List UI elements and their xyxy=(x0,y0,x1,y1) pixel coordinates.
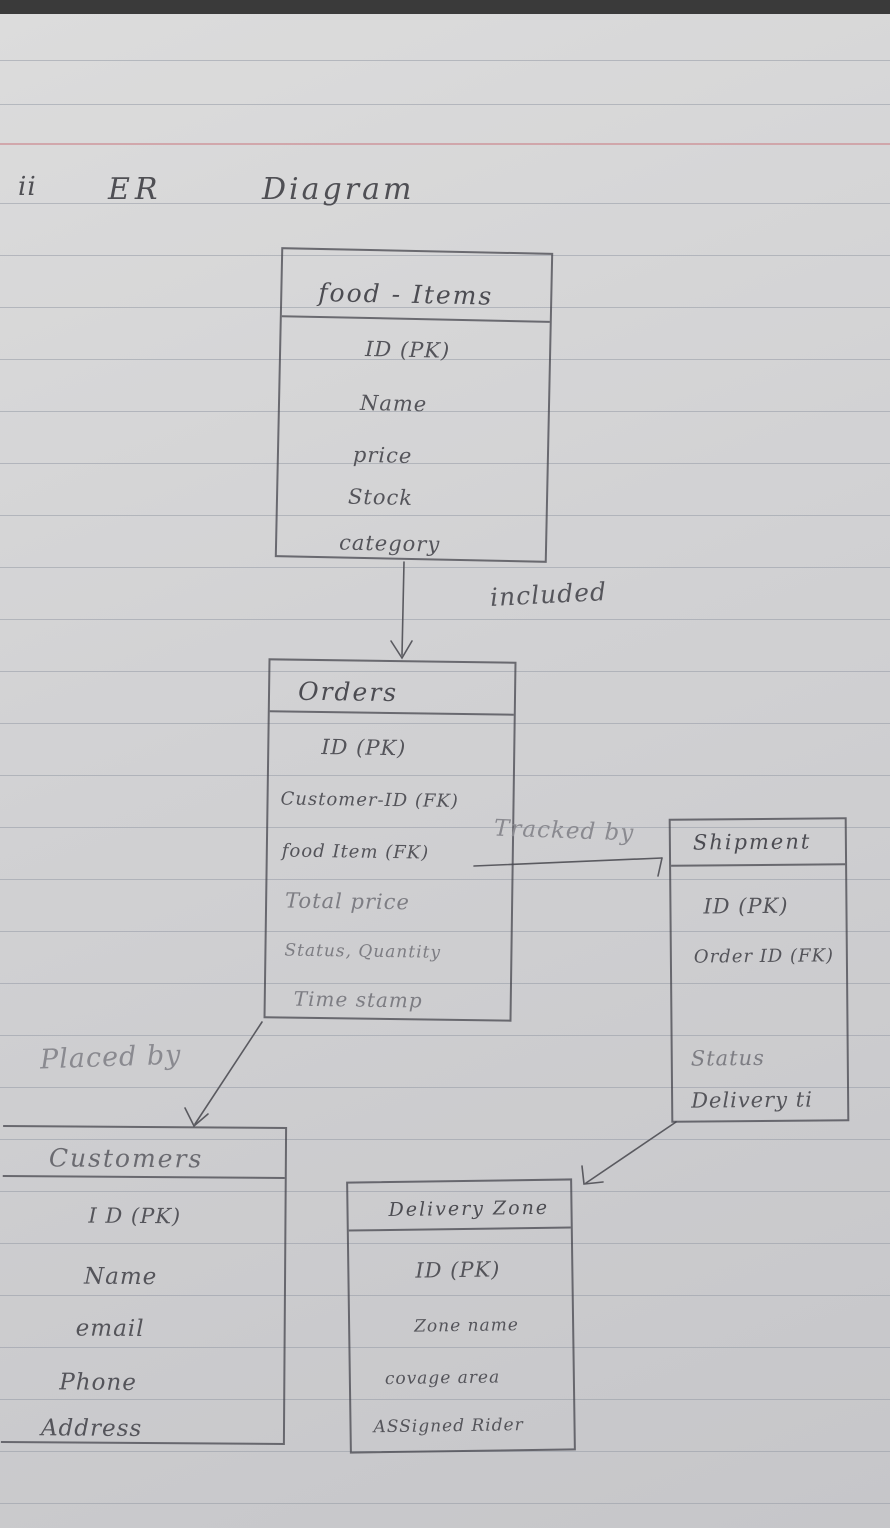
rule-line xyxy=(0,411,890,412)
heading-diagram: Diagram xyxy=(262,172,415,207)
rule-line xyxy=(0,1399,890,1400)
heading-number: ii xyxy=(18,172,37,202)
connector-delivery-zone xyxy=(585,1121,677,1184)
shipment-attr-status: Status xyxy=(690,1045,765,1071)
rule-line xyxy=(0,1191,890,1192)
connector-tracked-by xyxy=(473,857,663,867)
rule-line xyxy=(0,879,890,880)
rule-line xyxy=(0,1451,890,1452)
rule-line xyxy=(0,1087,890,1088)
orders-attr-timestamp: Time stamp xyxy=(293,986,423,1013)
rule-line xyxy=(0,307,890,308)
customers-attr-phone: Phone xyxy=(59,1369,137,1396)
entity-food-items-title: food - Items xyxy=(281,249,552,323)
background-edge xyxy=(0,0,890,14)
rule-line xyxy=(0,827,890,828)
arrowhead-delivery-zone xyxy=(581,1165,604,1185)
entity-delivery-zone: Delivery Zone ID (PK) Zone name covage a… xyxy=(346,1178,576,1454)
entity-orders-title: Orders xyxy=(269,660,515,716)
rule-line xyxy=(0,60,890,61)
orders-attr-customer-id: Customer-ID (FK) xyxy=(280,788,460,812)
relationship-included-label: included xyxy=(489,576,608,613)
rule-line xyxy=(0,723,890,724)
delivery-zone-attr-zone-name: Zone name xyxy=(414,1315,520,1337)
connector-tracked-by-tick xyxy=(657,857,663,877)
food-items-attr-stock: Stock xyxy=(347,484,414,510)
rule-line xyxy=(0,1243,890,1244)
arrowhead-placed-by xyxy=(184,1107,209,1128)
shipment-attr-order-id: Order ID (FK) xyxy=(693,945,835,968)
heading-er: ER xyxy=(108,172,163,207)
rule-line xyxy=(0,255,890,256)
rule-line xyxy=(0,1035,890,1036)
rule-line xyxy=(0,359,890,360)
delivery-zone-attr-assigned-rider: ASSigned Rider xyxy=(373,1415,524,1438)
rule-line xyxy=(0,203,890,204)
arrowhead-included xyxy=(390,640,413,660)
rule-line xyxy=(0,775,890,776)
entity-orders: Orders ID (PK) Customer-ID (FK) food Ite… xyxy=(263,658,517,1022)
rule-line xyxy=(0,1347,890,1348)
rule-line xyxy=(0,1139,890,1140)
orders-attr-id: ID (PK) xyxy=(321,735,407,761)
margin-line xyxy=(0,143,890,145)
rule-line xyxy=(0,1503,890,1504)
customers-attr-address: Address xyxy=(40,1415,143,1442)
orders-attr-food-item: food Item (FK) xyxy=(281,840,430,864)
rule-line xyxy=(0,671,890,672)
entity-shipment-title: Shipment xyxy=(670,819,846,867)
rule-line xyxy=(0,619,890,620)
delivery-zone-attr-coverage-area: covage area xyxy=(384,1367,501,1390)
entity-delivery-zone-title: Delivery Zone xyxy=(348,1180,571,1232)
orders-attr-status-quantity: Status, Quantity xyxy=(284,940,442,963)
orders-attr-total-price: Total price xyxy=(284,888,411,915)
shipment-attr-id: ID (PK) xyxy=(703,893,789,919)
relationship-placed-by-label: Placed by xyxy=(39,1039,182,1076)
rule-line xyxy=(0,983,890,984)
delivery-zone-attr-id: ID (PK) xyxy=(415,1257,501,1283)
food-items-attr-price: price xyxy=(352,442,413,468)
food-items-attr-id: ID (PK) xyxy=(364,336,451,363)
entity-food-items: food - Items ID (PK) Name price Stock ca… xyxy=(274,247,554,563)
entity-shipment: Shipment ID (PK) Order ID (FK) Status De… xyxy=(668,817,850,1123)
rule-line xyxy=(0,567,890,568)
food-items-attr-name: Name xyxy=(359,390,428,417)
connector-placed-by xyxy=(194,1021,263,1125)
rule-line xyxy=(0,1295,890,1296)
customers-attr-email: email xyxy=(75,1315,145,1343)
rule-line xyxy=(0,104,890,105)
rule-line xyxy=(0,463,890,464)
connector-included xyxy=(401,561,405,656)
relationship-tracked-by-label: Tracked by xyxy=(493,815,635,847)
entity-customers: Customers I D (PK) Name email Phone Addr… xyxy=(0,1125,288,1445)
entity-customers-title: Customers xyxy=(2,1127,286,1179)
rule-line xyxy=(0,931,890,932)
food-items-attr-category: category xyxy=(338,530,441,557)
customers-attr-id: I D (PK) xyxy=(88,1203,182,1229)
shipment-attr-delivery-time: Delivery ti xyxy=(691,1087,813,1113)
customers-attr-name: Name xyxy=(83,1263,158,1291)
rule-line xyxy=(0,515,890,516)
